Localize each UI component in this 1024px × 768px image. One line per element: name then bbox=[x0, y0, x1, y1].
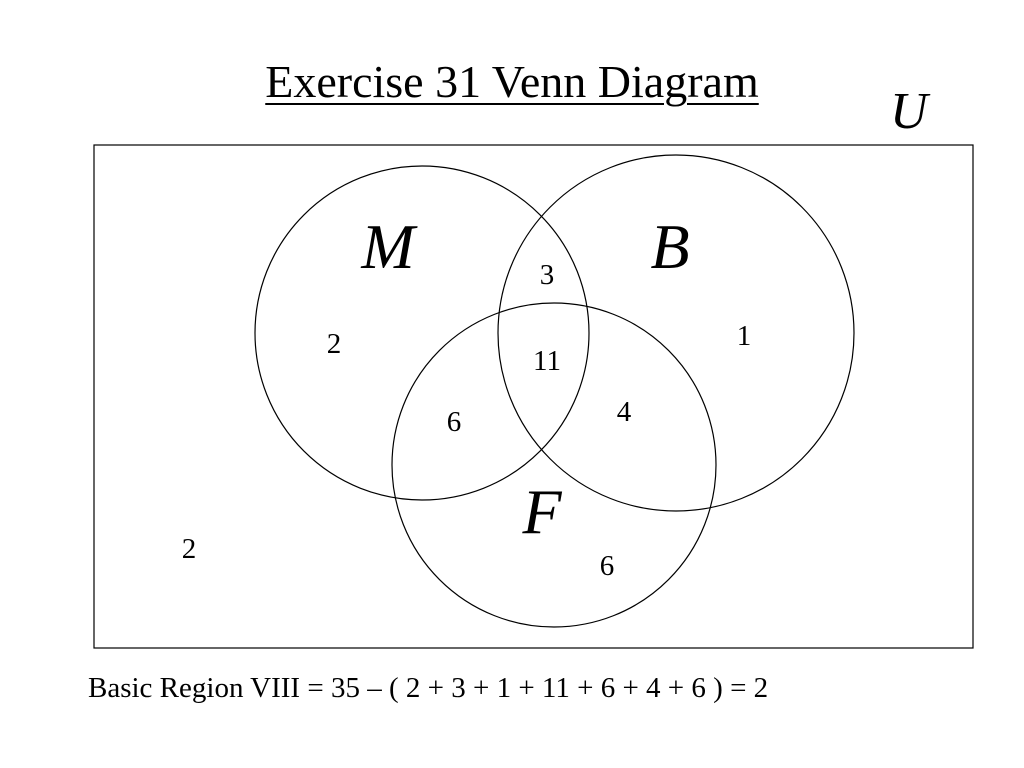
region-m-b-f-count: 11 bbox=[533, 345, 561, 377]
region-b-and-f-only-count: 4 bbox=[617, 396, 632, 428]
region-outside-count: 2 bbox=[182, 533, 197, 565]
set-m-circle bbox=[254, 165, 590, 501]
region-m-and-b-only-count: 3 bbox=[540, 259, 555, 291]
set-f-circle bbox=[391, 302, 717, 628]
region-m-only-count: 2 bbox=[327, 328, 342, 360]
set-b-label: B bbox=[650, 211, 689, 282]
basic-region-equation: Basic Region VIII = 35 – ( 2 + 3 + 1 + 1… bbox=[88, 672, 769, 704]
diagram-title-text: Exercise 31 Venn Diagram bbox=[265, 56, 759, 107]
set-b-circle bbox=[497, 154, 855, 512]
set-m-label: M bbox=[360, 211, 418, 282]
region-b-only-count: 1 bbox=[737, 320, 752, 352]
diagram-title: Exercise 31 Venn Diagram bbox=[0, 54, 1024, 110]
set-f-label: F bbox=[521, 476, 562, 547]
universe-rectangle bbox=[93, 144, 974, 649]
region-f-only-count: 6 bbox=[600, 550, 615, 582]
region-m-and-f-only-count: 6 bbox=[447, 406, 462, 438]
universe-label: U bbox=[890, 83, 928, 140]
